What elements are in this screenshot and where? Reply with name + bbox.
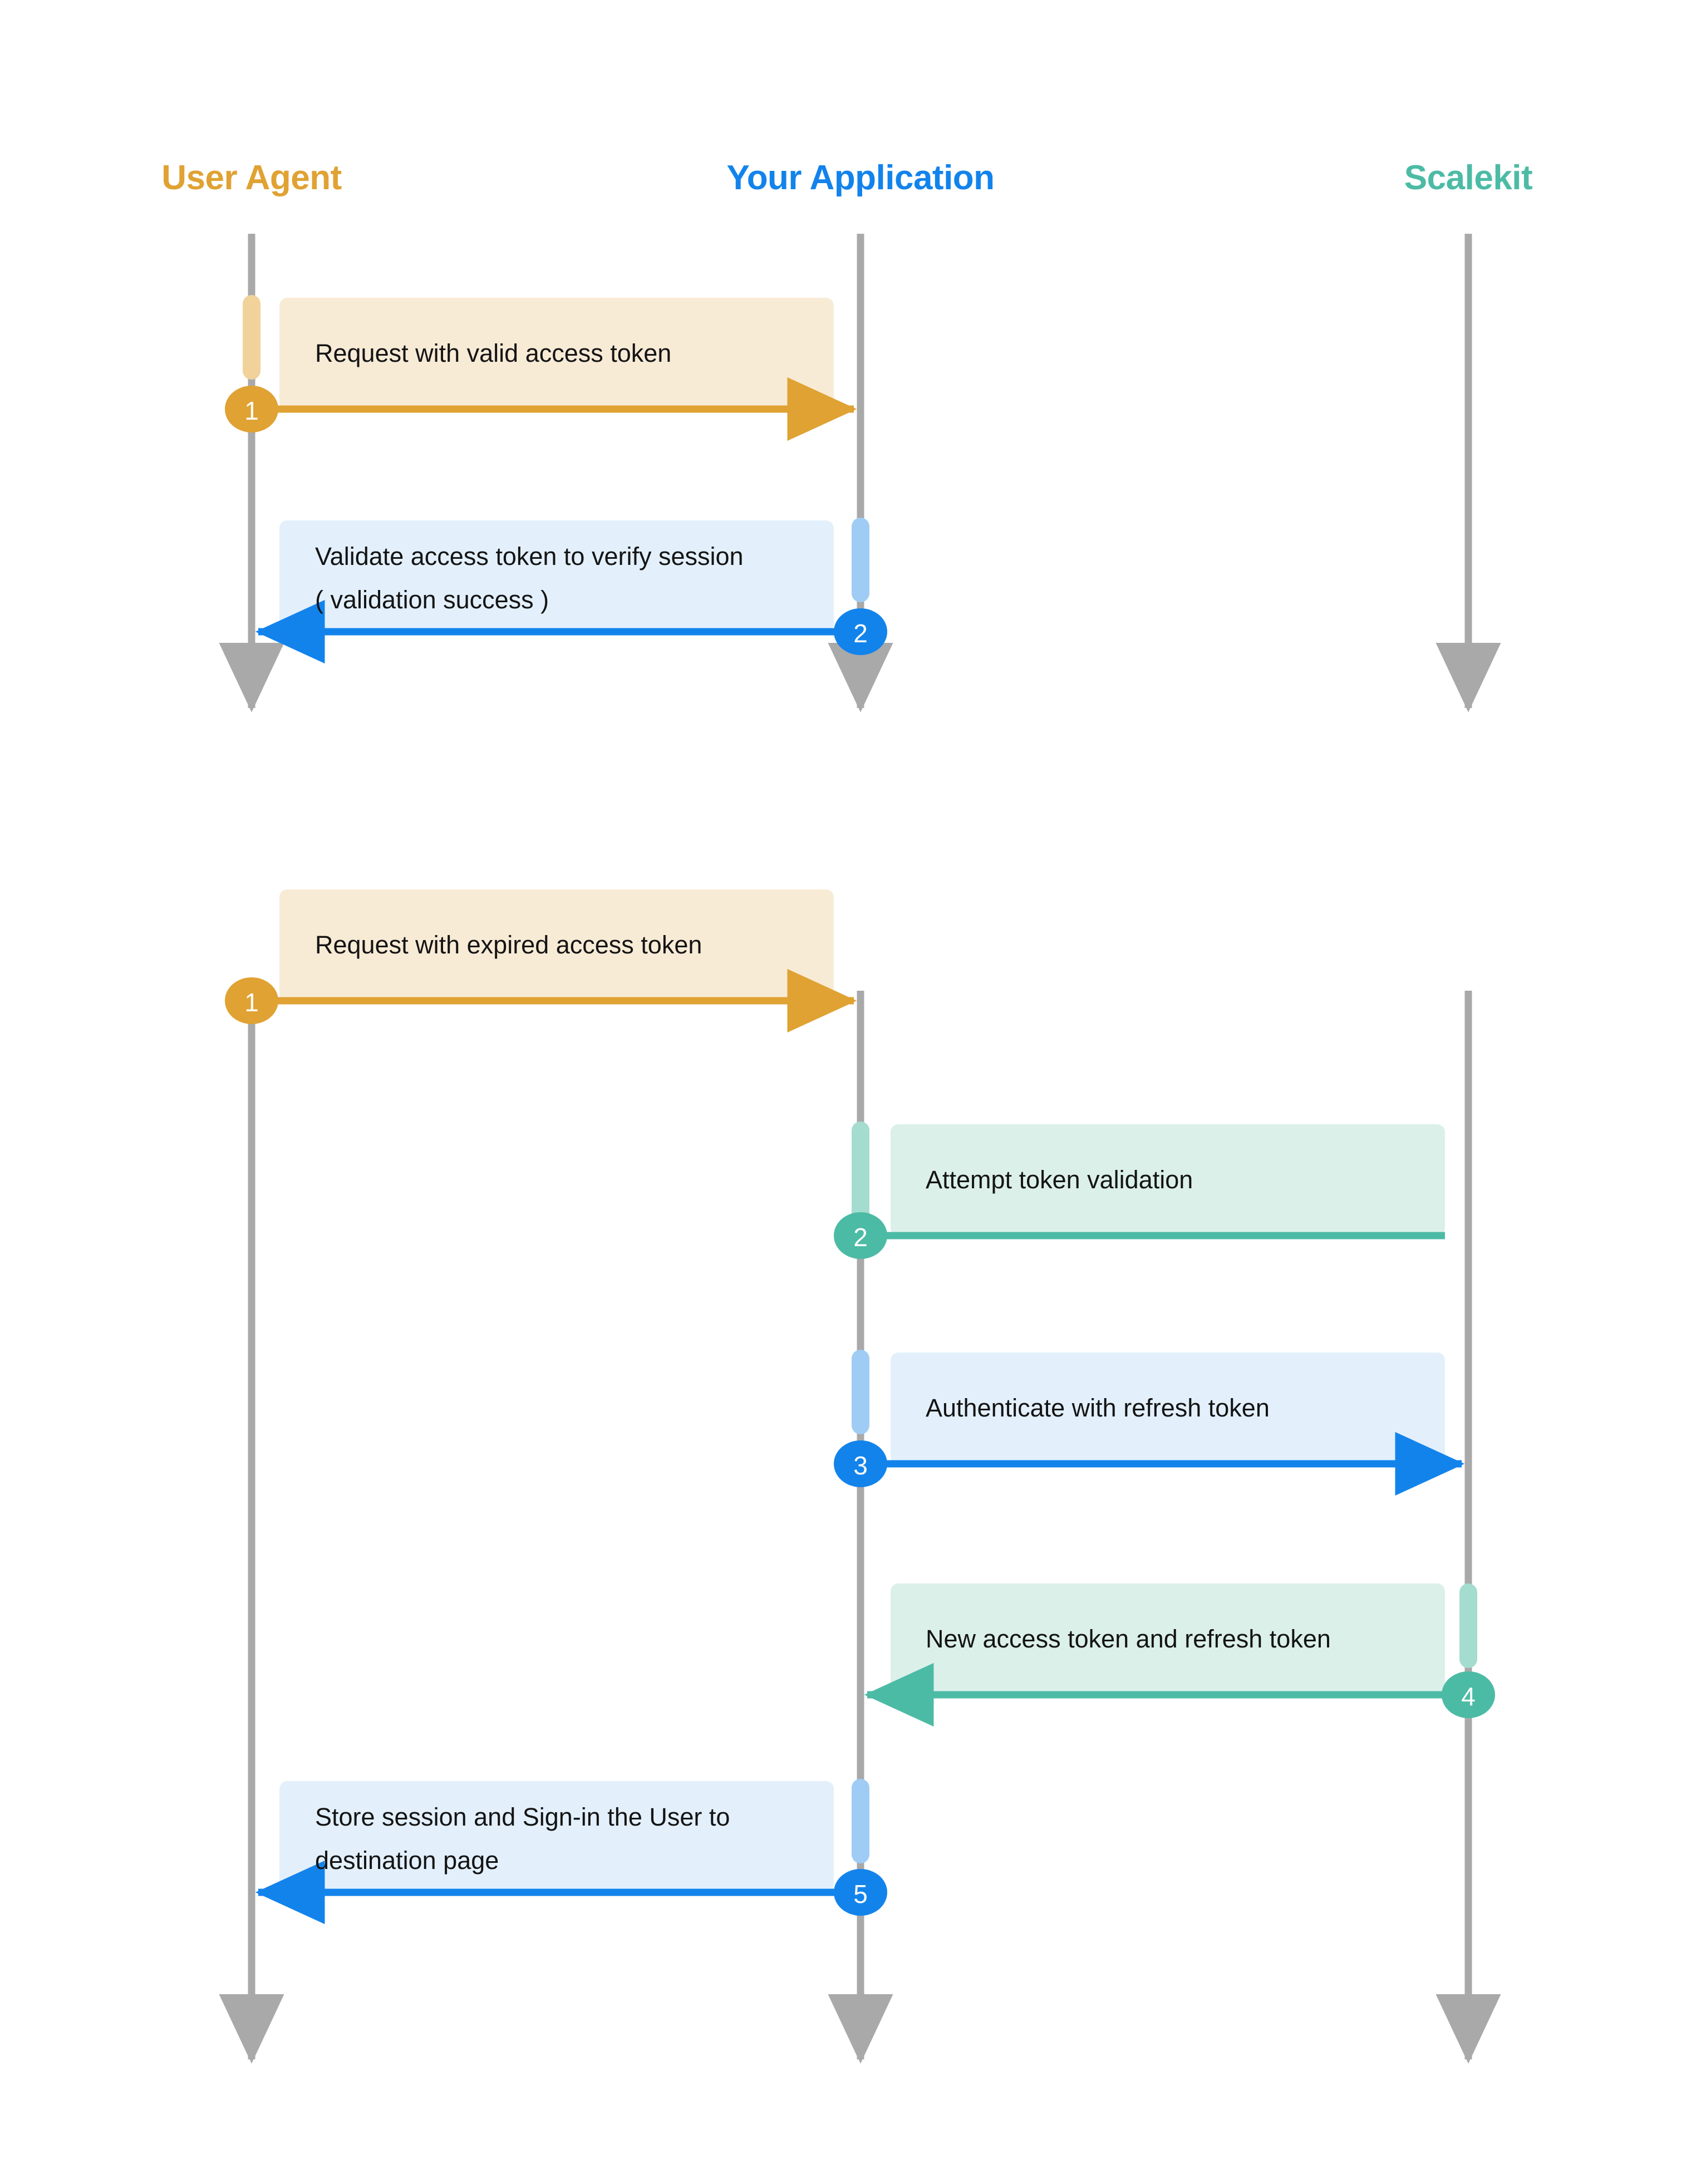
message-label-p1-step-1: Request with valid access token: [315, 339, 671, 367]
message-box-p1-step-1: [279, 298, 834, 409]
message-box-p2-step-1: [279, 889, 834, 1001]
message-box-p2-step-2: [891, 1124, 1445, 1236]
message-p2-step-2[interactable]: Attempt token validation 2: [834, 1121, 1445, 1259]
actor-label-user-agent: User Agent: [161, 159, 341, 197]
step-badge-label-p2-step-3: 3: [853, 1451, 868, 1480]
activation-bar-scalekit-p2-4: [1459, 1583, 1477, 1668]
message-p2-step-3[interactable]: Authenticate with refresh token 3: [834, 1350, 1465, 1496]
step-badge-label-p2-step-1: 1: [244, 988, 259, 1017]
step-badge-p1-step-2: [834, 608, 887, 655]
message-box-p2-step-5: [279, 1781, 834, 1892]
step-badge-label-p2-step-5: 5: [853, 1880, 868, 1908]
step-badge-label-p1-step-1: 1: [244, 396, 259, 425]
message-label-p2-step-1: Request with expired access token: [315, 931, 702, 959]
actor-label-scalekit: Scalekit: [1404, 159, 1532, 197]
message-p1-step-1[interactable]: Request with valid access token 1: [225, 295, 857, 441]
step-badge-p1-step-1: [225, 386, 278, 432]
message-box-p2-step-3: [891, 1352, 1445, 1464]
message-p2-step-5[interactable]: Store session and Sign-in the User to de…: [255, 1779, 887, 1925]
actor-label-your-application: Your Application: [726, 159, 994, 197]
step-badge-p2-step-1: [225, 977, 278, 1024]
step-badge-p2-step-2: [834, 1212, 887, 1259]
message-box-p2-step-4: [891, 1583, 1445, 1695]
step-badge-p2-step-4: [1442, 1671, 1495, 1718]
step-badge-label-p2-step-2: 2: [853, 1223, 868, 1252]
step-badge-label-p2-step-4: 4: [1461, 1682, 1476, 1711]
activation-bar-your-application-p2-3: [852, 1350, 869, 1434]
activation-bar-user-agent-1: [243, 295, 260, 380]
message-label-p1-step-2-line-2: ( validation success ): [315, 586, 549, 614]
message-p2-step-1[interactable]: Request with expired access token 1: [225, 889, 857, 1033]
message-label-p2-step-4: New access token and refresh token: [926, 1625, 1331, 1653]
panel-expired-token: Request with expired access token 1 Atte…: [219, 807, 1501, 2064]
activation-bar-your-application-2: [852, 518, 869, 602]
activation-bar-your-application-p2-2: [852, 1121, 869, 1223]
message-label-p1-step-2-line-1: Validate access token to verify session: [315, 542, 744, 570]
activation-bar-your-application-p2-5: [852, 1779, 869, 1863]
step-badge-p2-step-5: [834, 1869, 887, 1916]
message-label-p2-step-5-line-2: destination page: [315, 1846, 499, 1875]
panel-valid-token: Request with valid access token 1 Valida…: [219, 234, 1501, 712]
message-label-p2-step-5-line-1: Store session and Sign-in the User to: [315, 1803, 730, 1831]
message-box-p1-step-2: [279, 520, 834, 632]
message-label-p2-step-2: Attempt token validation: [926, 1165, 1193, 1194]
step-badge-label-p1-step-2: 2: [853, 619, 868, 648]
message-p2-step-4[interactable]: New access token and refresh token 4: [864, 1583, 1495, 1727]
message-p1-step-2[interactable]: Validate access token to verify session …: [255, 518, 887, 664]
actor-headers: User Agent Your Application Scalekit: [161, 159, 1532, 197]
message-label-p2-step-3: Authenticate with refresh token: [926, 1394, 1270, 1422]
step-badge-p2-step-3: [834, 1440, 887, 1487]
